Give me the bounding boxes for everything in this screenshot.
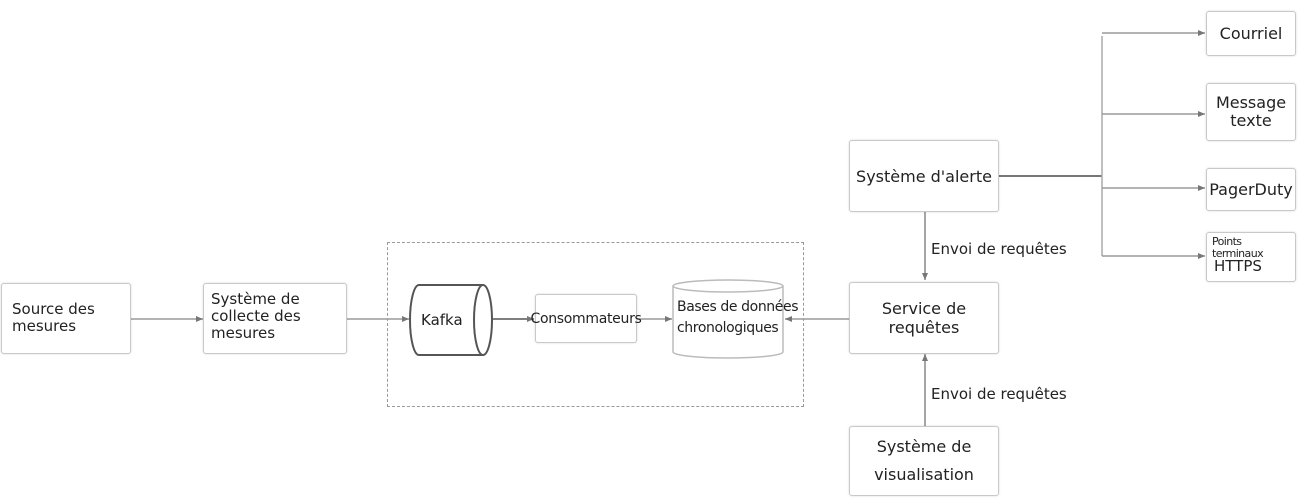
node-metrics-collector[interactable]: Système de collecte des mesures	[203, 283, 347, 354]
node-metrics-source[interactable]: Source des mesures	[1, 283, 131, 354]
node-label: Source des mesures	[12, 300, 95, 335]
edge-label-alert-query: Envoi de requêtes	[931, 240, 1067, 258]
node-label: Système de collecte des mesures	[211, 290, 301, 342]
node-label: Courriel	[1219, 24, 1283, 43]
node-label: Message texte	[1215, 93, 1287, 130]
node-label: Service de requêtes	[881, 299, 967, 337]
node-label: Système de visualisation	[874, 437, 974, 484]
node-label: Système d'alerte	[856, 166, 992, 186]
node-label: HTTPS	[1214, 257, 1262, 275]
node-timeseries-db[interactable]	[672, 279, 784, 359]
node-alert-system[interactable]: Système d'alerte	[849, 140, 999, 212]
storage-pipeline-group	[387, 242, 804, 407]
node-label: PagerDuty	[1209, 180, 1293, 199]
node-label: Consommateurs	[530, 310, 642, 327]
kafka-label: Kafka	[421, 311, 463, 329]
node-label-small: Points terminaux	[1212, 235, 1264, 260]
node-sms[interactable]: Message texte	[1206, 83, 1296, 141]
node-pagerduty[interactable]: PagerDuty	[1206, 168, 1296, 211]
node-query-service[interactable]: Service de requêtes	[849, 282, 999, 354]
node-consumers[interactable]: Consommateurs	[530, 294, 642, 343]
node-email[interactable]: Courriel	[1206, 11, 1296, 56]
node-kafka[interactable]	[409, 284, 493, 356]
node-https-endpoints[interactable]: Points terminaux HTTPS	[1206, 232, 1296, 282]
edge-label-viz-query: Envoi de requêtes	[931, 385, 1067, 403]
node-visualization-system[interactable]: Système de visualisation	[849, 426, 999, 496]
tsdb-label: Bases de données chronologiques	[677, 299, 799, 336]
